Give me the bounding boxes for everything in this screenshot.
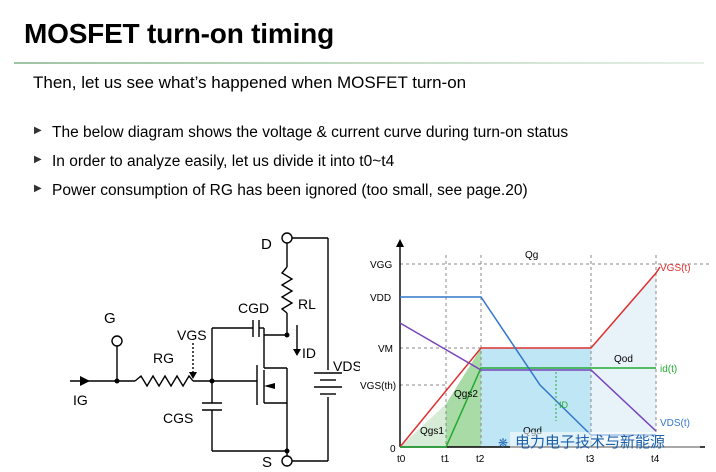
region-label-qgd: Qgd [523, 426, 542, 437]
bullet-item: ▶ The below diagram shows the voltage & c… [34, 124, 568, 153]
watermark: 电力电子技术与新能源 [515, 434, 665, 451]
x-tick-t4: t4 [651, 454, 660, 465]
region-label-qgs2: Qgs2 [454, 389, 478, 400]
title-divider [14, 62, 704, 64]
bullet-item: ▶ Power consumption of RG has been ignore… [34, 182, 568, 211]
y-tick-vgg: VGG [370, 260, 392, 271]
bullet-text: In order to analyze easily, let us divid… [52, 153, 395, 170]
qgs2-region [446, 348, 481, 447]
bullet-text: Power consumption of RG has been ignored… [52, 182, 528, 199]
vds-label: VDS [333, 358, 360, 374]
qgd-region [481, 348, 591, 447]
drain-label: D [261, 236, 272, 253]
watermark-icon: ❋ [498, 436, 508, 450]
y-tick-zero: 0 [390, 444, 396, 455]
x-tick-t1: t1 [441, 454, 450, 465]
cgs-label: CGS [163, 410, 193, 426]
gate-label: G [104, 310, 116, 327]
bullet-text: The below diagram shows the voltage & cu… [52, 124, 569, 141]
x-tick-t0: t0 [397, 454, 406, 465]
ig-label: IG [73, 392, 88, 408]
cgd-label: CGD [238, 300, 269, 316]
x-tick-t2: t2 [476, 454, 485, 465]
x-tick-t3: t3 [586, 454, 595, 465]
vgs-curve [399, 266, 661, 448]
chart-title: Qg [525, 250, 538, 261]
bullet-arrow-icon: ▶ [34, 125, 42, 136]
qod-region [591, 273, 656, 447]
rg-label: RG [153, 350, 174, 366]
legend-id: id(t) [660, 364, 677, 375]
bullet-arrow-icon: ▶ [34, 154, 42, 165]
source-label: S [262, 454, 272, 471]
bullet-item: ▶ In order to analyze easily, let us divi… [34, 153, 568, 182]
y-tick-vdd: VDD [370, 293, 391, 304]
y-tick-vgsth: VGS(th) [360, 381, 396, 392]
mosfet-circuit-diagram: D S G RG CGS CGD RL VGS ID VDS IG [70, 232, 360, 471]
qgs1-region [400, 404, 446, 447]
id-annotation: ID [559, 400, 569, 410]
rl-label: RL [298, 296, 316, 312]
legend-vgs: VGS(t) [660, 263, 691, 274]
turn-on-timing-chart: VGG VDD VM VGS(th) 0 t0 t1 t2 t3 t4 Qg V… [360, 239, 710, 465]
vgs-label: VGS [177, 327, 207, 343]
subtitle: Then, let us see what’s happened when MO… [33, 73, 467, 92]
legend-vds: VDS(t) [660, 418, 690, 429]
purple-curve [399, 322, 657, 432]
bullet-list: ▶ The below diagram shows the voltage & c… [34, 124, 568, 211]
y-tick-vm: VM [378, 344, 393, 355]
region-label-qgs1: Qgs1 [420, 426, 444, 437]
bullet-arrow-icon: ▶ [34, 183, 42, 194]
id-curve [400, 367, 656, 448]
region-label-qod: Qod [614, 354, 633, 365]
id-label: ID [302, 345, 316, 361]
page-title: MOSFET turn-on timing [24, 18, 334, 49]
